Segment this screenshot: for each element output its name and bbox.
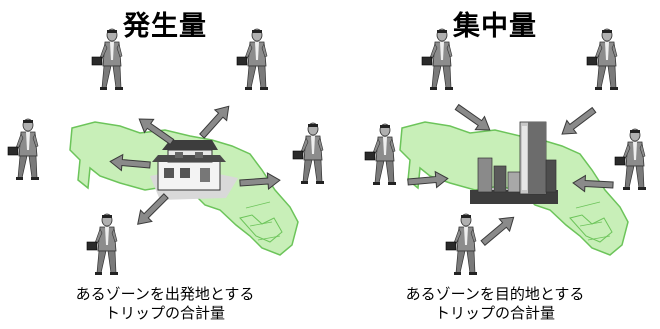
panel-title: 発生量 xyxy=(123,11,207,42)
businessman-icon xyxy=(91,28,124,91)
generation-diagram xyxy=(7,28,325,276)
generation-panel: 発生量 あるゾーンを出発地とする xyxy=(0,11,330,323)
panel-title: 集中量 xyxy=(453,11,537,42)
arrow-icon xyxy=(131,189,173,231)
panel-caption: あるゾーンを目的地とする トリップの合計量 xyxy=(330,285,660,323)
house-icon xyxy=(150,140,238,200)
attraction-diagram xyxy=(364,28,647,276)
attraction-panel: 集中量 あるゾーンを目的地とする トリップの合計量 xyxy=(330,0,660,329)
businessman-icon xyxy=(586,28,619,91)
caption-line: トリップの合計量 xyxy=(434,304,555,322)
arrow-icon xyxy=(477,210,520,250)
businessman-icon xyxy=(421,28,454,91)
businessman-icon xyxy=(614,128,647,191)
panel-caption: あるゾーンを出発地とする トリップの合計量 xyxy=(0,285,330,323)
businessman-icon xyxy=(445,213,478,276)
caption-line: トリップの合計量 xyxy=(104,304,225,322)
arrow-icon xyxy=(556,103,600,141)
businessman-icon xyxy=(236,28,269,91)
businessman-icon xyxy=(292,122,325,185)
skyscraper-icon xyxy=(470,121,558,204)
caption-line: あるゾーンを目的地とする xyxy=(405,285,585,303)
arrow-icon xyxy=(195,100,236,142)
businessman-icon xyxy=(7,118,40,181)
caption-line: あるゾーンを出発地とする xyxy=(75,285,255,303)
businessman-icon xyxy=(86,213,119,276)
businessman-icon xyxy=(364,123,397,186)
